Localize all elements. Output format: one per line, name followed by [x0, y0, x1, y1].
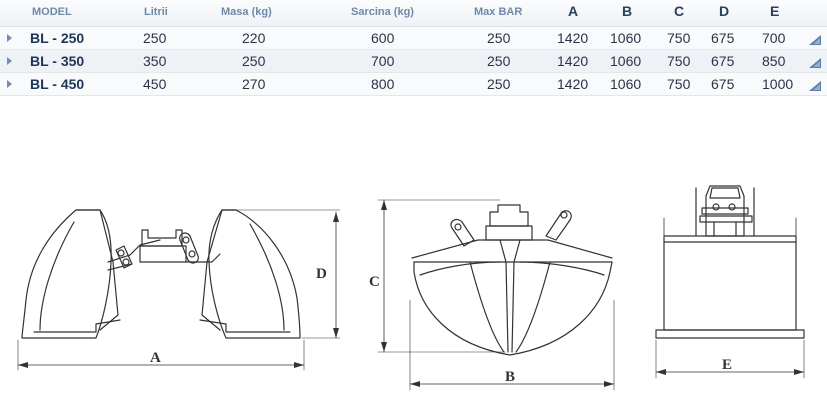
row-arrow-icon[interactable]: [7, 80, 12, 88]
cell-max-bar: 250: [487, 53, 511, 69]
header-litrii: Litrii: [144, 6, 168, 18]
header-b: B: [622, 3, 633, 19]
cell-a: 1420: [557, 30, 589, 46]
cell-sarcina: 700: [371, 53, 395, 69]
drawing-closed-grab: [377, 199, 615, 391]
cell-a: 1420: [557, 76, 589, 92]
cell-d: 675: [711, 53, 735, 69]
cell-model: BL - 350: [30, 53, 85, 69]
table-row[interactable]: BL - 350 350 250 700 250 1420 1060 750 6…: [0, 50, 827, 73]
header-d: D: [719, 3, 730, 19]
cell-model: BL - 450: [30, 76, 85, 92]
dim-label-e: E: [722, 357, 732, 373]
cell-masa: 270: [242, 76, 266, 92]
cell-c: 750: [667, 53, 691, 69]
expand-corner-icon[interactable]: [809, 35, 821, 45]
cell-b: 1060: [610, 53, 642, 69]
table-row[interactable]: BL - 250 250 220 600 250 1420 1060 750 6…: [0, 27, 827, 50]
cell-masa: 220: [242, 30, 266, 46]
cell-masa: 250: [242, 53, 266, 69]
cell-e: 1000: [762, 76, 794, 92]
table-header: MODEL Litrii Masa (kg) Sarcina (kg) Max …: [0, 0, 827, 27]
cell-e: 850: [762, 53, 786, 69]
dim-label-c: C: [369, 274, 380, 290]
row-arrow-icon[interactable]: [7, 34, 12, 42]
header-e: E: [770, 3, 780, 19]
cell-litrii: 250: [143, 30, 167, 46]
cell-d: 675: [711, 30, 735, 46]
table-row[interactable]: BL - 450 450 270 800 250 1420 1060 750 6…: [0, 73, 827, 96]
cell-litrii: 350: [143, 53, 167, 69]
expand-corner-icon[interactable]: [809, 58, 821, 68]
cell-sarcina: 800: [371, 76, 395, 92]
cell-max-bar: 250: [487, 30, 511, 46]
cell-model: BL - 250: [30, 30, 85, 46]
dim-label-a: A: [150, 350, 161, 366]
row-arrow-icon[interactable]: [7, 57, 12, 65]
header-a: A: [568, 3, 579, 19]
technical-drawing: A B C D E: [17, 185, 805, 391]
drawing-open-grab: [17, 209, 341, 371]
cell-max-bar: 250: [487, 76, 511, 92]
cell-c: 750: [667, 30, 691, 46]
cell-c: 750: [667, 76, 691, 92]
header-max-bar: Max BAR: [474, 6, 523, 18]
cell-a: 1420: [557, 53, 589, 69]
drawing-side-view: [655, 185, 805, 379]
dim-label-b: B: [505, 369, 515, 385]
header-sarcina: Sarcina (kg): [351, 6, 414, 18]
cell-d: 675: [711, 76, 735, 92]
header-c: C: [674, 3, 685, 19]
cell-litrii: 450: [143, 76, 167, 92]
header-model: MODEL: [32, 6, 72, 18]
dim-label-d: D: [316, 266, 327, 282]
header-masa: Masa (kg): [221, 6, 272, 18]
expand-corner-icon[interactable]: [809, 81, 821, 91]
cell-b: 1060: [610, 30, 642, 46]
cell-sarcina: 600: [371, 30, 395, 46]
specs-table: MODEL Litrii Masa (kg) Sarcina (kg) Max …: [0, 0, 827, 96]
cell-b: 1060: [610, 76, 642, 92]
cell-e: 700: [762, 30, 786, 46]
